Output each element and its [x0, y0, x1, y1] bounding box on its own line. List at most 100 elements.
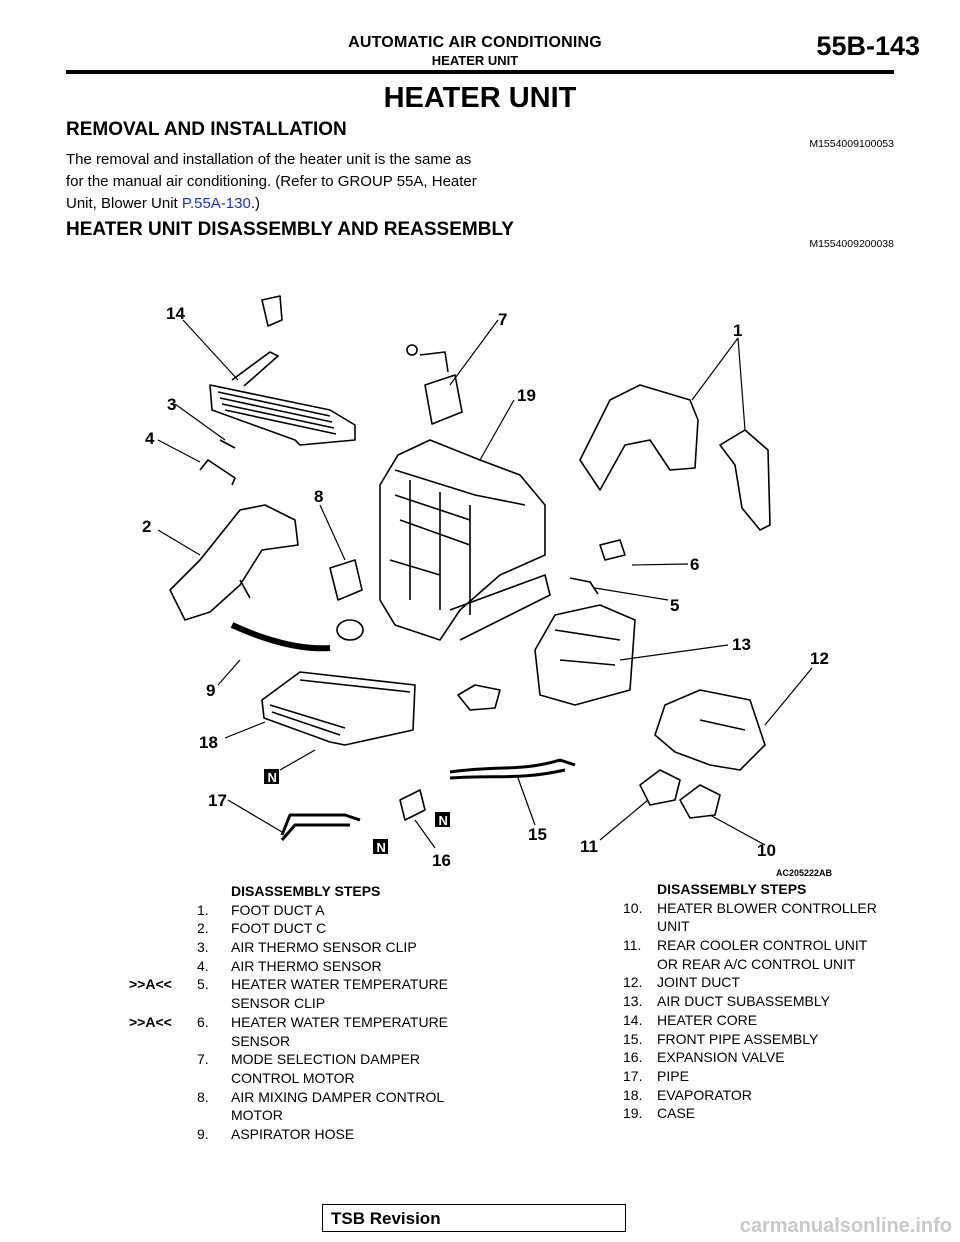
- step-row: 17. PIPE: [623, 1067, 923, 1086]
- callout-10: 10: [757, 841, 776, 860]
- step-row: 1.FOOT DUCT A: [197, 901, 497, 920]
- step-text: HEATER BLOWER CONTROLLER: [657, 899, 877, 916]
- callout-labels: 1 2 3 4 5 6 7 8 9 10 11 12 13 14 15 16 1…: [142, 304, 829, 870]
- removal-code: M1554009100053: [809, 138, 894, 150]
- step-row: 13. AIR DUCT SUBASSEMBLY: [623, 992, 923, 1011]
- mode-damper-motor-drawing: [406, 344, 463, 425]
- steps-right-title: DISASSEMBLY STEPS: [657, 881, 807, 897]
- step-number: 12.: [623, 974, 643, 991]
- water-temp-sensor-drawing: [599, 539, 626, 561]
- step-number: 9.: [197, 1125, 209, 1142]
- step-text: PIPE: [657, 1067, 689, 1084]
- step-text: UNIT: [657, 918, 690, 935]
- reassembly-mark: >>A<<: [129, 976, 172, 993]
- n-marks: N N N: [264, 769, 450, 855]
- step-row: >>A<<5.HEATER WATER TEMPERATURE: [129, 975, 497, 994]
- step-number: 1.: [197, 901, 209, 918]
- step-text: EVAPORATOR: [657, 1086, 752, 1103]
- callout-17: 17: [208, 791, 227, 810]
- step-row: 12. JOINT DUCT: [623, 973, 923, 992]
- step-row: 2.FOOT DUCT C: [197, 919, 497, 938]
- step-number: 2.: [197, 920, 209, 937]
- step-row: OR REAR A/C CONTROL UNIT: [623, 955, 923, 974]
- foot-duct-a-drawing: [579, 384, 771, 531]
- step-text: CASE: [657, 1105, 696, 1122]
- step-number: 19.: [623, 1105, 643, 1122]
- tsb-revision-box: TSB Revision: [322, 1204, 626, 1232]
- evaporator-drawing: [261, 671, 416, 746]
- callout-19: 19: [517, 386, 536, 405]
- disassembly-code: M1554009200038: [809, 238, 894, 250]
- step-row: UNIT: [623, 917, 923, 936]
- step-row: SENSOR: [197, 1032, 497, 1051]
- step-row: 14.HEATER CORE: [623, 1011, 923, 1030]
- callout-15: 15: [528, 825, 547, 844]
- reference-link[interactable]: P.55A-130: [181, 195, 251, 212]
- heater-unit-exploded-diagram: 1 2 3 4 5 6 7 8 9 10 11 12 13 14 15 16 1…: [142, 295, 833, 878]
- step-row: 3.AIR THERMO SENSOR CLIP: [197, 938, 497, 957]
- header-rule: [66, 70, 894, 74]
- callout-2: 2: [142, 517, 151, 536]
- step-number: 8.: [197, 1088, 209, 1105]
- expansion-valve-drawing: [399, 789, 426, 821]
- step-text: CONTROL MOTOR: [231, 1069, 355, 1086]
- step-text: JOINT DUCT: [657, 974, 740, 991]
- sensor-clip-drawing: [219, 439, 236, 449]
- step-number: 7.: [197, 1051, 209, 1068]
- step-row: 4.AIR THERMO SENSOR: [197, 957, 497, 976]
- callout-12: 12: [810, 649, 829, 668]
- removal-text: The removal and installation of the heat…: [66, 151, 477, 212]
- hose-fitting-drawing: [336, 619, 364, 641]
- step-text: MOTOR: [231, 1107, 283, 1124]
- step-number: 13.: [623, 993, 643, 1010]
- removal-heading: REMOVAL AND INSTALLATION: [66, 119, 347, 140]
- step-number: 17.: [623, 1067, 643, 1084]
- step-text: OR REAR A/C CONTROL UNIT: [657, 955, 856, 972]
- step-text: HEATER CORE: [657, 1011, 758, 1028]
- disassembly-steps-right: DISASSEMBLY STEPS 10.HEATER BLOWER CONTR…: [623, 880, 923, 1123]
- page-title: HEATER UNIT: [383, 82, 577, 114]
- step-text: ASPIRATOR HOSE: [231, 1125, 355, 1142]
- reassembly-mark: >>A<<: [129, 1013, 172, 1030]
- step-row: >>A<< 6. HEATER WATER TEMPERATURE: [129, 1013, 497, 1032]
- step-text: FRONT PIPE ASSEMBLY: [657, 1030, 819, 1047]
- step-row: CONTROL MOTOR: [197, 1069, 497, 1088]
- callout-16: 16: [432, 851, 451, 870]
- step-row: 10.HEATER BLOWER CONTROLLER: [623, 899, 923, 918]
- bracket-drawing: [457, 684, 501, 711]
- step-row: 7.MODE SELECTION DAMPER: [197, 1050, 497, 1069]
- callout-11: 11: [580, 837, 598, 856]
- step-number: 3.: [197, 939, 209, 956]
- callout-1: 1: [733, 321, 742, 340]
- subsection-title: HEATER UNIT: [431, 53, 519, 68]
- callout-13: 13: [732, 635, 751, 654]
- step-number: 4.: [197, 957, 209, 974]
- section-title: AUTOMATIC AIR CONDITIONING: [348, 34, 602, 51]
- blower-controller-drawing: [679, 784, 721, 819]
- steps-left-title: DISASSEMBLY STEPS: [231, 883, 381, 899]
- step-text: HEATER WATER TEMPERATURE: [231, 976, 449, 993]
- callout-8: 8: [314, 487, 323, 506]
- joint-duct-drawing: [654, 689, 766, 771]
- step-text: AIR DUCT SUBASSEMBLY: [657, 993, 830, 1010]
- step-row: 18.EVAPORATOR: [623, 1086, 923, 1105]
- step-row: MOTOR: [197, 1106, 497, 1125]
- leader-lines: [157, 319, 813, 849]
- air-duct-subassembly-drawing: [534, 604, 636, 706]
- rear-control-unit-drawing: [639, 769, 681, 806]
- disassembly-heading: HEATER UNIT DISASSEMBLY AND REASSEMBLY: [66, 219, 514, 240]
- n-mark-2: N: [439, 813, 448, 828]
- step-row: SENSOR CLIP: [197, 994, 497, 1013]
- callout-3: 3: [167, 395, 176, 414]
- step-text: HEATER WATER TEMPERATURE: [231, 1013, 449, 1030]
- callout-4: 4: [145, 429, 155, 448]
- removal-text-end: .): [250, 195, 260, 212]
- step-number: 6.: [197, 1013, 209, 1030]
- watermark: carmanualsonline.info: [739, 1215, 952, 1237]
- air-mix-motor-drawing: [329, 559, 363, 601]
- step-row: 9. ASPIRATOR HOSE: [197, 1125, 497, 1144]
- step-number: 16.: [623, 1049, 643, 1066]
